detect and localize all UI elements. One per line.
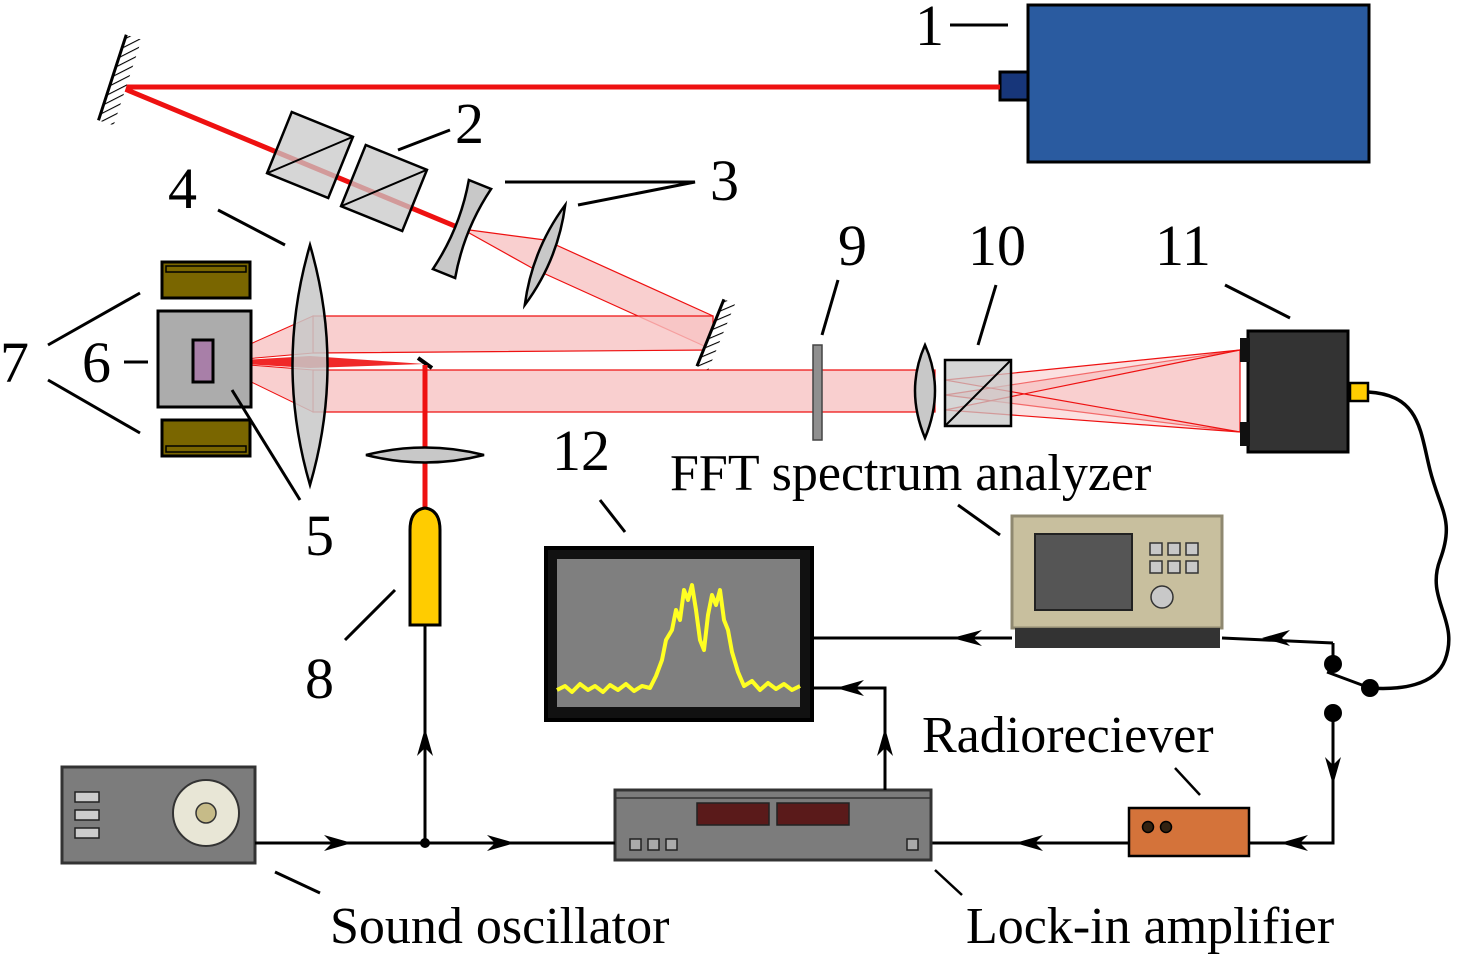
arrow-to-lockin — [1015, 835, 1043, 851]
mirror-top-left — [97, 34, 142, 126]
convex-lens-small — [522, 200, 568, 310]
arrow-down-switch — [1325, 757, 1341, 785]
label-9: 9 — [838, 213, 867, 278]
arrow-osc-1 — [324, 835, 352, 851]
arrow-to-monitor-2 — [836, 680, 864, 696]
wire-switch-to-radio — [1250, 713, 1335, 845]
arrow-to-fft — [1262, 630, 1290, 646]
radioreceiver — [1127, 806, 1251, 858]
radioreceiver-label: Radioreciever — [922, 707, 1214, 764]
signal-switch — [1324, 643, 1379, 722]
fft-analyzer-label: FFT spectrum analyzer — [670, 445, 1151, 502]
label-10-leader — [976, 284, 998, 346]
label-2: 2 — [455, 91, 484, 156]
label-7-leader-bottom — [47, 378, 141, 435]
label-9-leader — [820, 279, 840, 336]
polarizer-cubes — [265, 110, 429, 233]
monitor — [544, 546, 814, 722]
lockin-leader — [934, 869, 963, 896]
lens-before-cube — [913, 341, 937, 442]
label-3-leader — [505, 180, 696, 207]
arrow-up-probe — [417, 728, 433, 756]
fft-spectrum-analyzer — [1010, 514, 1224, 648]
arrow-to-radio — [1280, 835, 1308, 851]
sample-holder — [156, 309, 253, 409]
fft-analyzer-leader — [957, 503, 1001, 537]
probe-small-mirror — [416, 356, 434, 370]
label-11: 11 — [1155, 213, 1211, 278]
label-4-leader — [217, 208, 286, 247]
label-6: 6 — [82, 330, 111, 395]
probe-beam-return — [312, 369, 936, 413]
label-5: 5 — [305, 503, 334, 568]
arrow-up-lockin — [877, 728, 893, 756]
label-4: 4 — [168, 156, 197, 221]
polarizing-beam-splitter — [943, 358, 1013, 428]
label-2-leader — [397, 128, 451, 152]
mirror-right — [695, 298, 736, 371]
wire-lockin-to-monitor — [814, 686, 887, 790]
arrow-to-monitor-1 — [952, 630, 982, 646]
sound-oscillator-label: Sound oscillator — [330, 898, 669, 955]
label-8: 8 — [305, 646, 334, 711]
radioreceiver-leader — [1174, 767, 1201, 796]
label-7: 7 — [0, 330, 29, 395]
sound-oscillator — [60, 765, 257, 865]
sound-oscillator-leader — [274, 870, 321, 895]
label-11-leader — [1224, 283, 1291, 320]
magnet-top — [160, 260, 252, 300]
balanced-detector — [1240, 329, 1370, 454]
label-1: 1 — [915, 0, 944, 58]
label-12-leader — [598, 499, 627, 533]
label-12: 12 — [552, 418, 610, 483]
concave-lens — [430, 178, 494, 280]
large-lens — [291, 240, 329, 490]
label-8-leader — [343, 588, 397, 642]
pump-laser — [998, 3, 1371, 164]
probe-laser — [408, 506, 442, 627]
lockin-label: Lock-in amplifier — [966, 898, 1334, 955]
label-10: 10 — [968, 213, 1026, 278]
label-7-leader-top — [47, 291, 141, 347]
monitor-signal-trace — [556, 583, 801, 694]
label-5-leader — [230, 389, 302, 501]
magnet-bottom — [160, 418, 252, 458]
arrow-osc-2 — [487, 835, 515, 851]
lock-in-amplifier — [613, 788, 933, 862]
pump-beam-wide — [312, 315, 714, 354]
probe-lens — [365, 446, 485, 464]
filter-plate — [812, 344, 823, 441]
label-3: 3 — [710, 148, 739, 213]
detector-cable — [1367, 390, 1451, 691]
